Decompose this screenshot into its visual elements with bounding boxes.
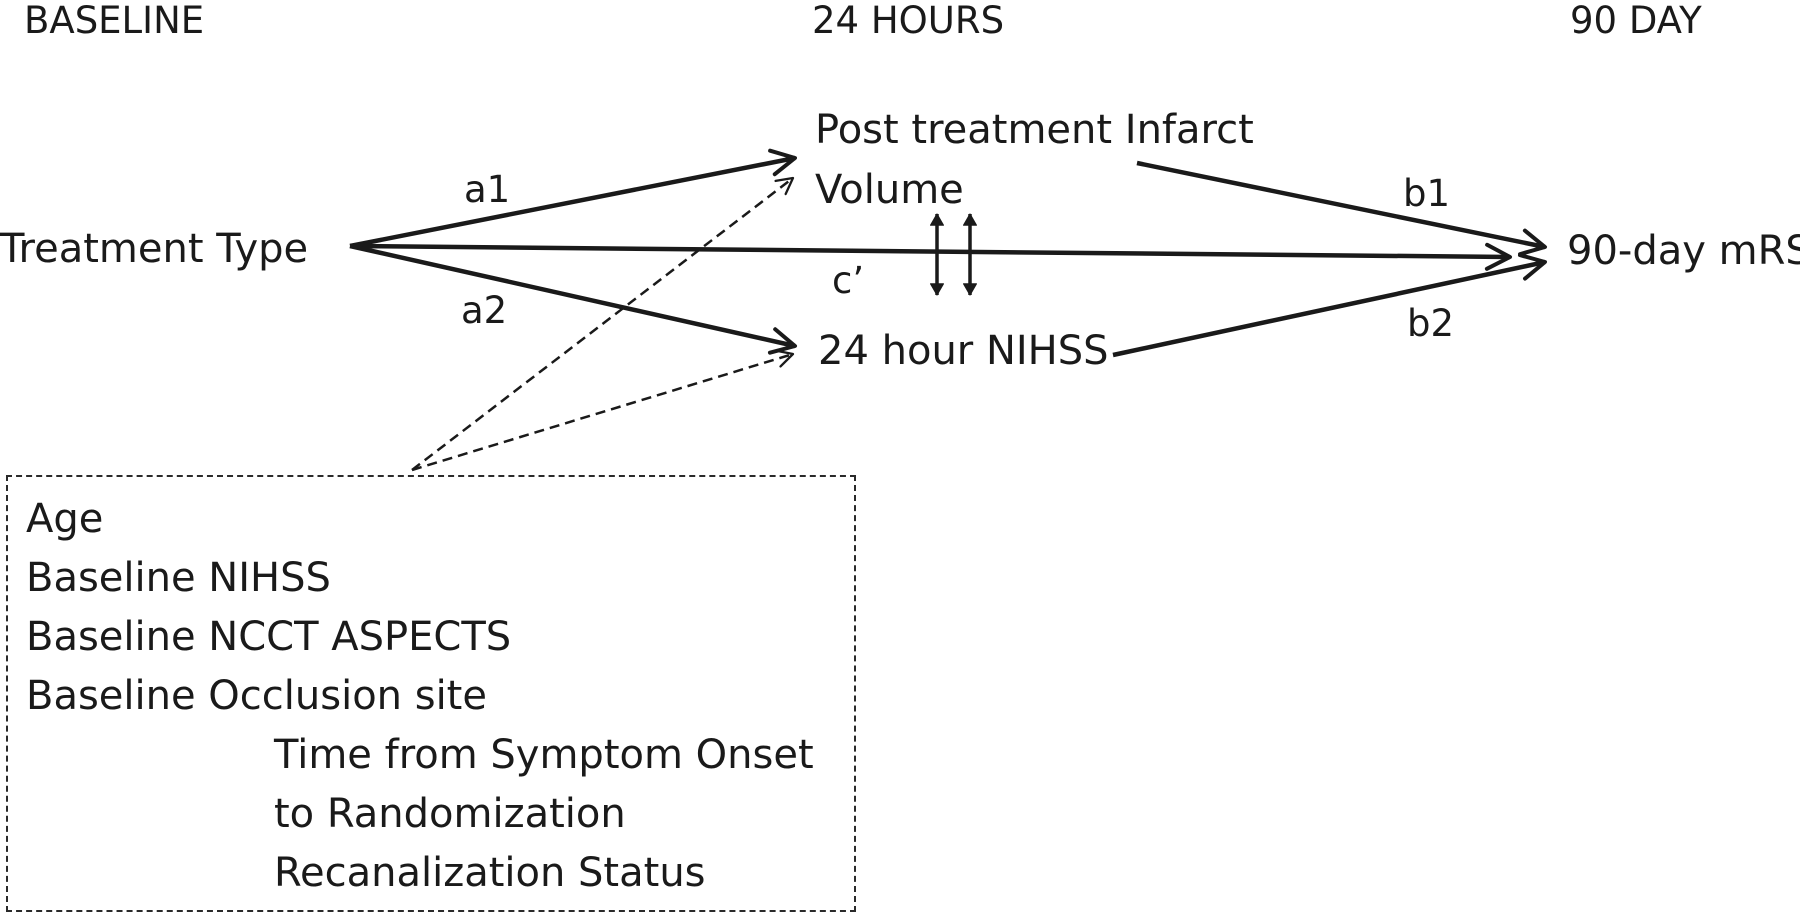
arrow-a2 xyxy=(349,243,797,355)
covariate-item-indented: to Randomization xyxy=(274,791,626,837)
node-infarct-volume-line1: Post treatment Infarct xyxy=(815,107,1254,153)
path-label-b2: b2 xyxy=(1407,302,1455,345)
header-24-hours: 24 HOURS xyxy=(812,0,1005,42)
node-90-day-mrs: 90-day mRS xyxy=(1567,228,1800,274)
arrow-c-prime xyxy=(349,242,1512,271)
covariate-item: Baseline Occlusion site xyxy=(26,673,487,719)
header-90-day: 90 DAY xyxy=(1570,0,1702,42)
covariate-arrow-to-nihss xyxy=(411,349,795,472)
header-baseline: BASELINE xyxy=(24,0,205,42)
arrow-b2 xyxy=(1112,253,1547,358)
covariate-item-indented: Recanalization Status xyxy=(274,850,706,896)
arrow-a1 xyxy=(349,148,797,249)
path-label-a2: a2 xyxy=(461,289,508,332)
covariate-arrow-to-infarct xyxy=(411,176,795,471)
covariate-item-indented: Time from Symptom Onset xyxy=(274,732,814,778)
path-label-c-prime: c’ xyxy=(832,259,865,302)
covariates-box: Age Baseline NIHSS Baseline NCCT ASPECTS… xyxy=(6,475,856,912)
node-24-hour-nihss: 24 hour NIHSS xyxy=(818,328,1109,374)
covariate-item: Baseline NIHSS xyxy=(26,555,331,601)
node-treatment-type: Treatment Type xyxy=(0,226,309,272)
arrow-b1 xyxy=(1136,160,1547,257)
node-infarct-volume-line2: Volume xyxy=(815,167,964,213)
path-label-a1: a1 xyxy=(464,168,511,211)
covariate-item: Age xyxy=(26,496,104,542)
path-label-b1: b1 xyxy=(1403,172,1451,215)
covariate-item: Baseline NCCT ASPECTS xyxy=(26,614,512,660)
